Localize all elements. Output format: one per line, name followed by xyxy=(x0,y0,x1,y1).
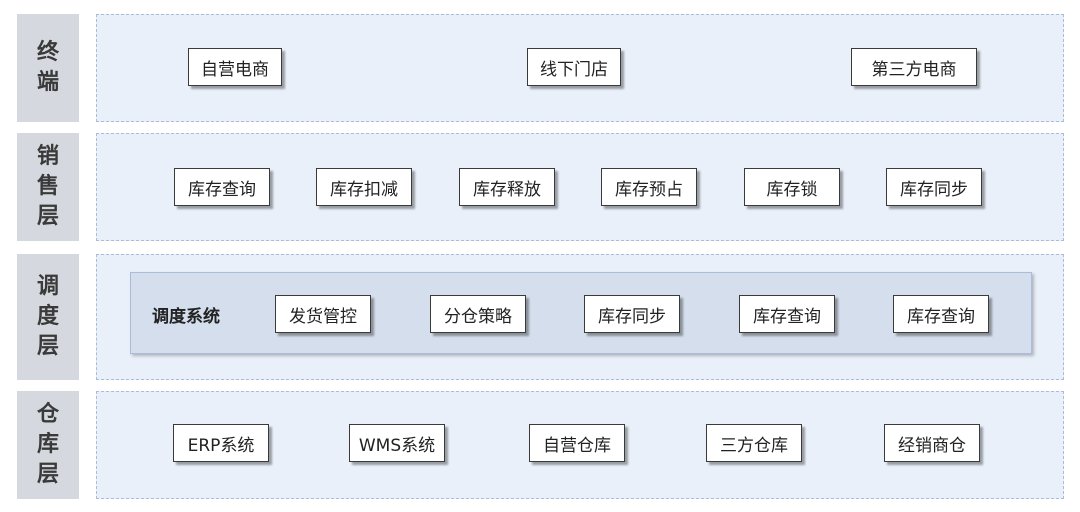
node-inventory-query: 库存查询 xyxy=(174,168,270,206)
node-third-party-ecommerce: 第三方电商 xyxy=(851,48,977,86)
node-inventory-reserve: 库存预占 xyxy=(601,168,697,206)
node-inventory-deduct: 库存扣减 xyxy=(316,168,412,206)
node-self-warehouse: 自营仓库 xyxy=(529,424,625,462)
layer-label-dispatch: 调度层 xyxy=(17,254,79,380)
node-offline-store: 线下门店 xyxy=(527,48,621,86)
node-dispatch-inventory-sync: 库存同步 xyxy=(584,295,680,333)
layer-label-sales-text: 销售层 xyxy=(36,144,59,229)
node-wms-system: WMS系统 xyxy=(349,424,445,462)
dispatch-system-title: 调度系统 xyxy=(152,307,220,327)
node-inventory-lock: 库存锁 xyxy=(744,168,840,206)
layer-label-warehouse-text: 仓库层 xyxy=(36,402,59,487)
layer-label-terminal: 终端 xyxy=(17,14,79,122)
node-inventory-sync: 库存同步 xyxy=(886,168,982,206)
node-dispatch-inventory-query-1: 库存查询 xyxy=(739,295,835,333)
node-warehouse-allocation: 分仓策略 xyxy=(430,295,526,333)
layer-label-sales: 销售层 xyxy=(17,133,79,241)
layer-label-dispatch-text: 调度层 xyxy=(36,274,59,359)
layer-label-terminal-text: 终端 xyxy=(36,40,59,95)
node-inventory-release: 库存释放 xyxy=(459,168,555,206)
node-self-ecommerce: 自营电商 xyxy=(188,48,282,86)
node-dealer-warehouse: 经销商仓 xyxy=(884,424,980,462)
node-dispatch-inventory-query-2: 库存查询 xyxy=(893,295,989,333)
node-erp-system: ERP系统 xyxy=(173,424,269,462)
node-shipping-control: 发货管控 xyxy=(275,295,371,333)
layer-label-warehouse: 仓库层 xyxy=(17,391,79,499)
node-third-party-warehouse: 三方仓库 xyxy=(706,424,802,462)
